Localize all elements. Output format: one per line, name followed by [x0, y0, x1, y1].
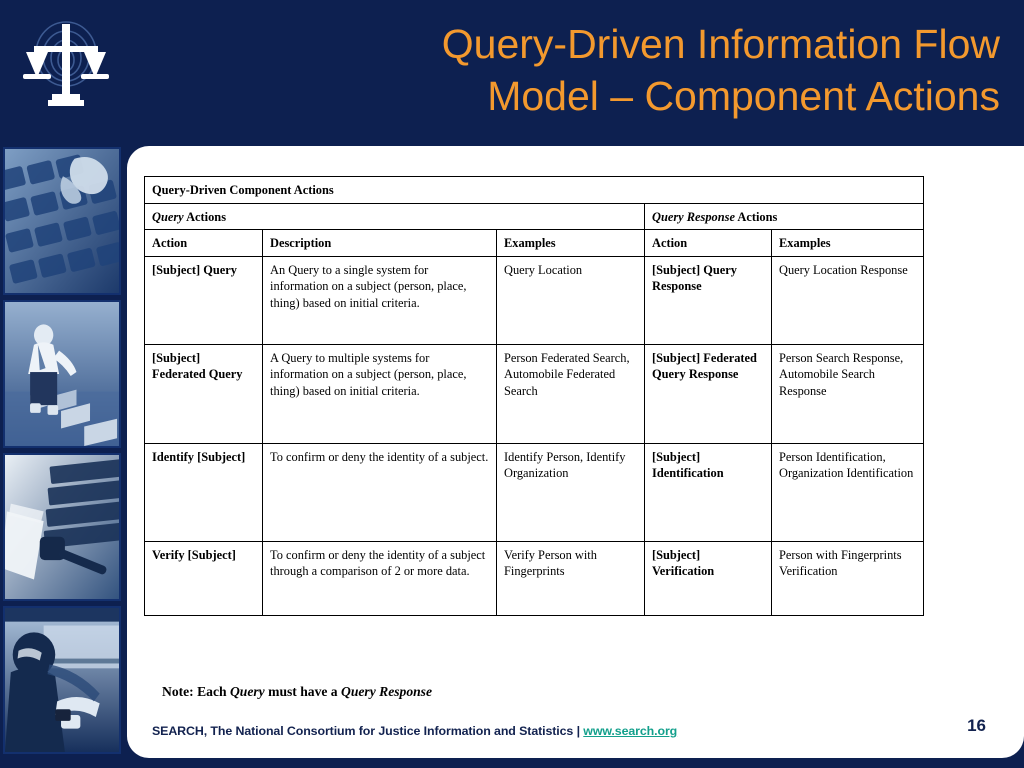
row-response-action: [Subject] Identification: [644, 442, 772, 542]
table-title: Query-Driven Component Actions: [143, 176, 925, 204]
header-description: Description: [262, 229, 497, 257]
table-note: Note: Each Query must have a Query Respo…: [162, 684, 432, 700]
search-logo: [18, 8, 114, 120]
photo-officer-in-vehicle: [3, 606, 121, 754]
row-action: [Subject] Query: [144, 255, 263, 345]
row-description: A Query to multiple systems for informat…: [262, 343, 497, 444]
section-query-em: Query: [152, 209, 184, 224]
header-action: Action: [144, 229, 263, 257]
table-header-row: Action Description Examples Action Examp…: [144, 229, 925, 257]
footer-url-link[interactable]: www.search.org: [583, 724, 678, 738]
photo-keyboard-hand: [3, 147, 121, 295]
photo-gavel-lawbooks: [3, 453, 121, 601]
content-panel: Query-Driven Component Actions Query Act…: [127, 146, 1024, 758]
row-response-examples: Query Location Response: [770, 255, 925, 345]
row-examples: Verify Person with Fingerprints: [496, 540, 645, 616]
header-response-action: Action: [644, 229, 772, 257]
note-part2: must have a: [264, 684, 341, 699]
table-row: [Subject] Federated Query A Query to mul…: [144, 343, 925, 444]
row-response-examples: Person with Fingerprints Verification: [770, 540, 925, 616]
row-description: An Query to a single system for informat…: [262, 255, 497, 345]
section-query-actions: Query Actions: [144, 202, 645, 231]
footer: SEARCH, The National Consortium for Just…: [152, 724, 677, 738]
header-response-examples: Examples: [770, 229, 925, 257]
note-em-query: Query: [229, 684, 265, 699]
table-section-row: Query Actions Query Response Actions: [144, 202, 925, 231]
photo-strip: [3, 147, 121, 759]
section-response-em: Query Response: [652, 209, 735, 224]
row-examples: Identify Person, Identify Organization: [496, 442, 645, 542]
note-em-query-response: Query Response: [341, 684, 433, 699]
footer-organization: SEARCH, The National Consortium for Just…: [152, 724, 574, 738]
page-number: 16: [967, 716, 986, 735]
row-examples: Query Location: [496, 255, 645, 345]
slide-title-line1: Query-Driven Information Flow: [441, 21, 1000, 67]
table-row: [Subject] Query An Query to a single sys…: [144, 255, 925, 345]
table-title-row: Query-Driven Component Actions: [143, 176, 925, 204]
table-row: Verify [Subject] To confirm or deny the …: [144, 540, 925, 616]
section-response-rest: Actions: [734, 209, 778, 224]
row-response-action: [Subject] Verification: [644, 540, 772, 616]
component-actions-table: Query-Driven Component Actions Query Act…: [143, 176, 925, 616]
row-response-examples: Person Identification, Organization Iden…: [770, 442, 925, 542]
section-query-rest: Actions: [183, 209, 227, 224]
row-description: To confirm or deny the identity of a sub…: [262, 540, 497, 616]
header-examples: Examples: [496, 229, 645, 257]
photo-man-with-boxes: [3, 300, 121, 448]
row-action: Identify [Subject]: [144, 442, 263, 542]
slide-title: Query-Driven Information Flow Model – Co…: [160, 18, 1000, 123]
row-description: To confirm or deny the identity of a sub…: [262, 442, 497, 542]
row-action: Verify [Subject]: [144, 540, 263, 616]
table-row: Identify [Subject] To confirm or deny th…: [144, 442, 925, 542]
row-response-action: [Subject] Query Response: [644, 255, 772, 345]
row-examples: Person Federated Search, Automobile Fede…: [496, 343, 645, 444]
row-response-action: [Subject] Federated Query Response: [644, 343, 772, 444]
row-action: [Subject] Federated Query: [144, 343, 263, 444]
footer-separator: |: [576, 724, 580, 738]
slide-title-line2: Model – Component Actions: [487, 73, 1000, 120]
row-response-examples: Person Search Response, Automobile Searc…: [770, 343, 925, 444]
note-part1: Note: Each: [162, 684, 230, 699]
section-query-response-actions: Query Response Actions: [643, 202, 925, 231]
